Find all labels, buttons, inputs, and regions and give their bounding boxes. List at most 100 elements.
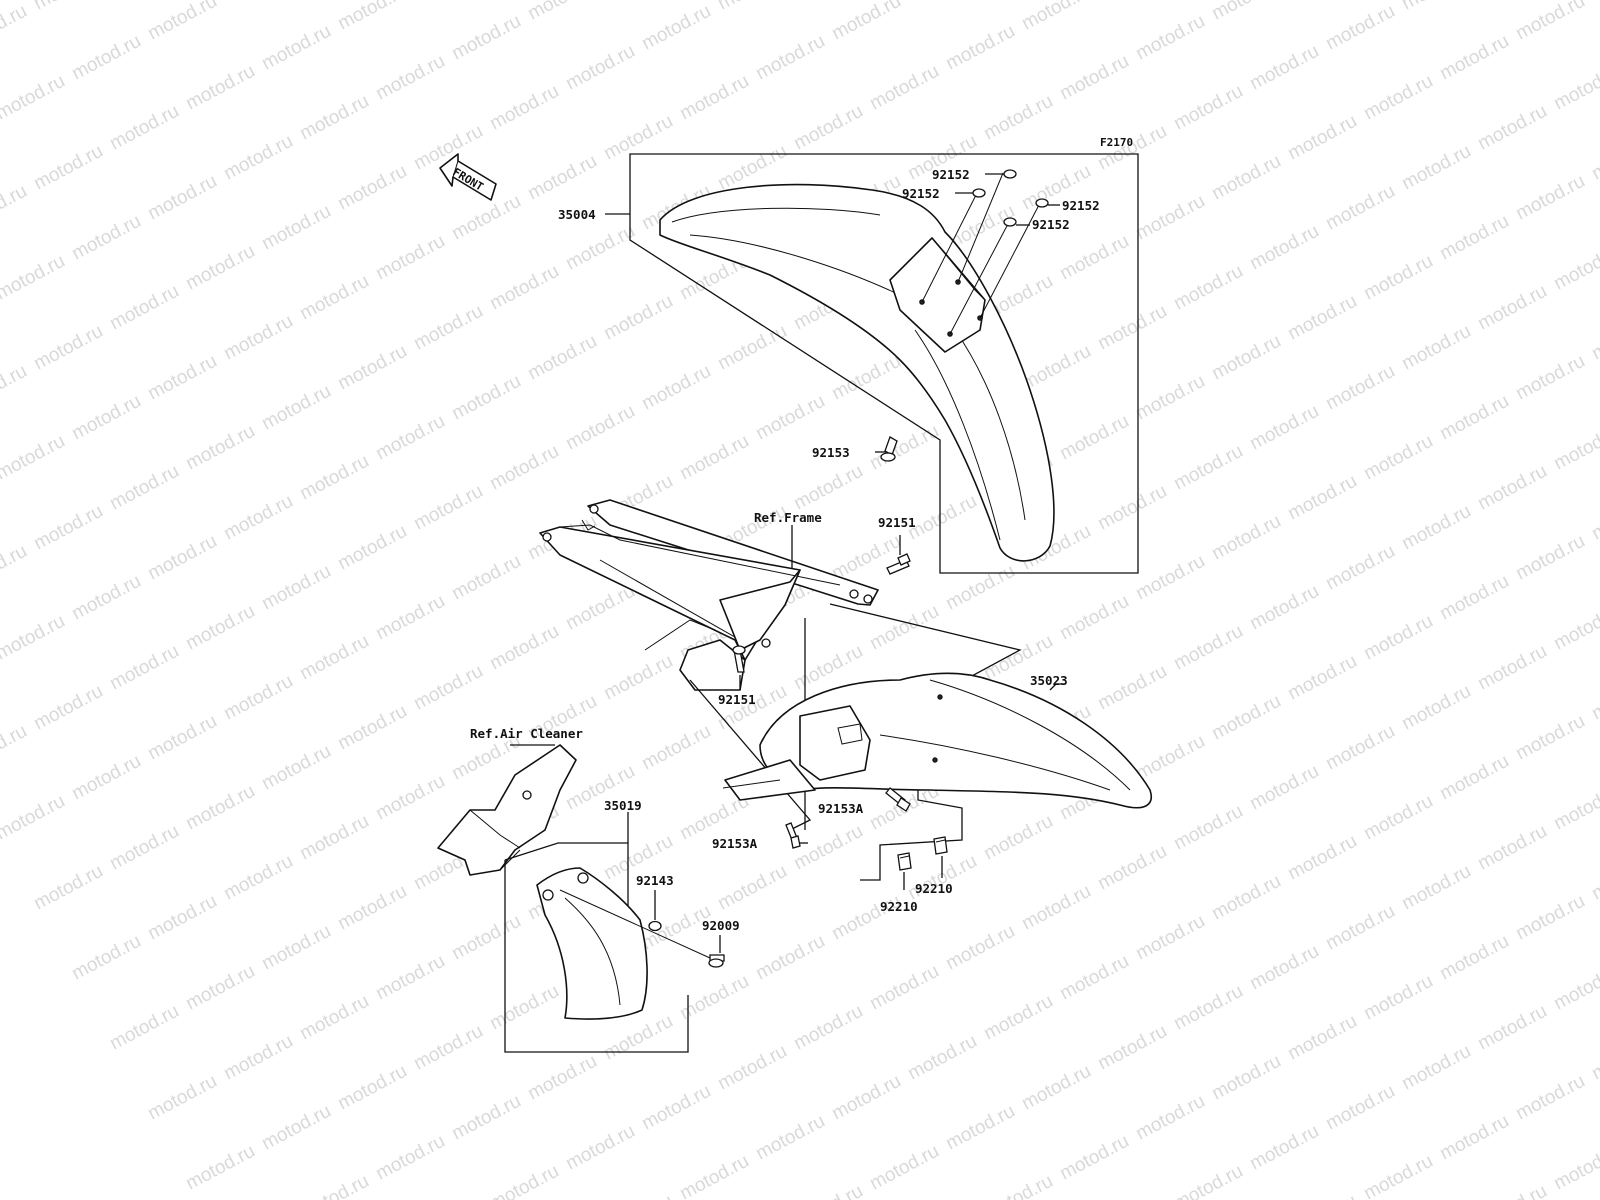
watermark-text: motod.ru bbox=[1436, 751, 1512, 805]
watermark-text: motod.ru bbox=[1550, 421, 1600, 475]
watermark-text: motod.ru bbox=[1360, 71, 1436, 125]
watermark-text: motod.ru bbox=[258, 381, 334, 435]
watermark-text: motod.ru bbox=[1056, 591, 1132, 645]
watermark-text: motod.ru bbox=[448, 911, 524, 965]
watermark-text: motod.ru bbox=[0, 361, 31, 415]
watermark-text: motod.ru bbox=[1550, 1141, 1600, 1195]
watermark-text: motod.ru bbox=[1398, 861, 1474, 915]
watermark-text: motod.ru bbox=[296, 1171, 372, 1200]
watermark-text: motod.ru bbox=[30, 861, 106, 915]
mud-flap-group bbox=[504, 842, 689, 1053]
watermark-text: motod.ru bbox=[30, 0, 106, 14]
watermark-text: motod.ru bbox=[1360, 611, 1436, 665]
watermark-text: motod.ru bbox=[1170, 1161, 1246, 1200]
watermark-text: motod.ru bbox=[1588, 131, 1600, 185]
watermark-text: motod.ru bbox=[1018, 1061, 1094, 1115]
watermark-text: motod.ru bbox=[296, 811, 372, 865]
figure-code: F2170 bbox=[1100, 136, 1133, 149]
watermark-text: motod.ru bbox=[1322, 181, 1398, 235]
label-35019: 35019 bbox=[604, 798, 642, 813]
watermark-text: motod.ru bbox=[600, 1011, 676, 1065]
watermark-text: motod.ru bbox=[1550, 781, 1600, 835]
watermark-text: motod.ru bbox=[1512, 351, 1588, 405]
watermark-text: motod.ru bbox=[144, 891, 220, 945]
watermark-text: motod.ru bbox=[1512, 0, 1588, 44]
watermark-text: motod.ru bbox=[904, 0, 980, 4]
watermark-text: motod.ru bbox=[562, 581, 638, 635]
bolt-92151-lower bbox=[732, 645, 746, 673]
watermark-text: motod.ru bbox=[1132, 551, 1208, 605]
watermark-text: motod.ru bbox=[448, 551, 524, 605]
nut-92210-left bbox=[897, 852, 912, 871]
watermark-text: motod.ru bbox=[372, 951, 448, 1005]
watermark-text: motod.ru bbox=[1208, 1051, 1284, 1105]
front-fender-group bbox=[605, 153, 1139, 574]
watermark-text: motod.ru bbox=[1284, 1191, 1360, 1200]
watermark-text: motod.ru bbox=[1398, 321, 1474, 375]
watermark-text: motod.ru bbox=[106, 461, 182, 515]
watermark-text: motod.ru bbox=[144, 531, 220, 585]
watermark-text: motod.ru bbox=[0, 251, 69, 305]
watermark-text: motod.ru bbox=[828, 0, 904, 44]
watermark-text: motod.ru bbox=[828, 531, 904, 585]
watermark-text: motod.ru bbox=[562, 401, 638, 455]
watermark-text: motod.ru bbox=[1398, 141, 1474, 195]
watermark-text: motod.ru bbox=[1056, 51, 1132, 105]
rear-fender bbox=[759, 672, 1152, 809]
watermark-text: motod.ru bbox=[220, 491, 296, 545]
watermark-text: motod.ru bbox=[866, 1141, 942, 1195]
watermark-text: motod.ru bbox=[1322, 1081, 1398, 1135]
watermark-text: motod.ru bbox=[1170, 801, 1246, 855]
watermark-text: motod.ru bbox=[1588, 491, 1600, 545]
watermark-text: motod.ru bbox=[68, 391, 144, 445]
watermark-text: motod.ru bbox=[1588, 1031, 1600, 1085]
watermark-text: motod.ru bbox=[980, 91, 1056, 145]
watermark-text: motod.ru bbox=[1474, 461, 1550, 515]
watermark-text: motod.ru bbox=[1246, 761, 1322, 815]
watermark-text: motod.ru bbox=[752, 1111, 828, 1165]
watermark-text: motod.ru bbox=[1322, 361, 1398, 415]
watermark-text: motod.ru bbox=[980, 991, 1056, 1045]
watermark-text: motod.ru bbox=[1512, 711, 1588, 765]
watermark-text: motod.ru bbox=[980, 1171, 1056, 1200]
watermark-text: motod.ru bbox=[1170, 81, 1246, 135]
ref-frame-label: Ref.Frame bbox=[754, 510, 822, 525]
washer-92143 bbox=[648, 920, 662, 932]
watermark-text: motod.ru bbox=[144, 171, 220, 225]
label-92151-upper: 92151 bbox=[878, 515, 916, 530]
watermark-text: motod.ru bbox=[1132, 1091, 1208, 1145]
watermark-text: motod.ru bbox=[144, 351, 220, 405]
watermark-text: motod.ru bbox=[1246, 1121, 1322, 1175]
watermark-text: motod.ru bbox=[1018, 341, 1094, 395]
watermark-text: motod.ru bbox=[334, 341, 410, 395]
watermark-text: motod.ru bbox=[410, 1021, 486, 1075]
watermark-text: motod.ru bbox=[638, 721, 714, 775]
watermark-text: motod.ru bbox=[220, 671, 296, 725]
watermark-text: motod.ru bbox=[1398, 681, 1474, 735]
watermark-text: motod.ru bbox=[486, 981, 562, 1035]
watermark-text: motod.ru bbox=[220, 131, 296, 185]
watermark-text: motod.ru bbox=[1322, 1, 1398, 55]
watermark-text: motod.ru bbox=[296, 631, 372, 685]
watermark-text: motod.ru bbox=[1170, 981, 1246, 1035]
watermark-text: motod.ru bbox=[1436, 571, 1512, 625]
watermark-text: motod.ru bbox=[486, 1161, 562, 1200]
watermark-text: motod.ru bbox=[1398, 1041, 1474, 1095]
mud-flap bbox=[536, 867, 648, 1020]
watermark-text: motod.ru bbox=[524, 151, 600, 205]
watermark-text: motod.ru bbox=[1550, 961, 1600, 1015]
watermark-text: motod.ru bbox=[1512, 531, 1588, 585]
watermark-text: motod.ru bbox=[106, 101, 182, 155]
watermark-text: motod.ru bbox=[790, 101, 866, 155]
bolt-92153 bbox=[880, 436, 898, 462]
watermark-text: motod.ru bbox=[296, 91, 372, 145]
watermark-text: motod.ru bbox=[1360, 971, 1436, 1025]
watermark-text: motod.ru bbox=[562, 221, 638, 275]
watermark-text: motod.ru bbox=[410, 481, 486, 535]
watermark-text: motod.ru bbox=[1398, 501, 1474, 555]
watermark-text: motod.ru bbox=[30, 681, 106, 735]
watermark-text: motod.ru bbox=[1550, 601, 1600, 655]
watermark-text: motod.ru bbox=[182, 601, 258, 655]
watermark-text: motod.ru bbox=[258, 21, 334, 75]
watermark-text: motod.ru bbox=[1246, 941, 1322, 995]
